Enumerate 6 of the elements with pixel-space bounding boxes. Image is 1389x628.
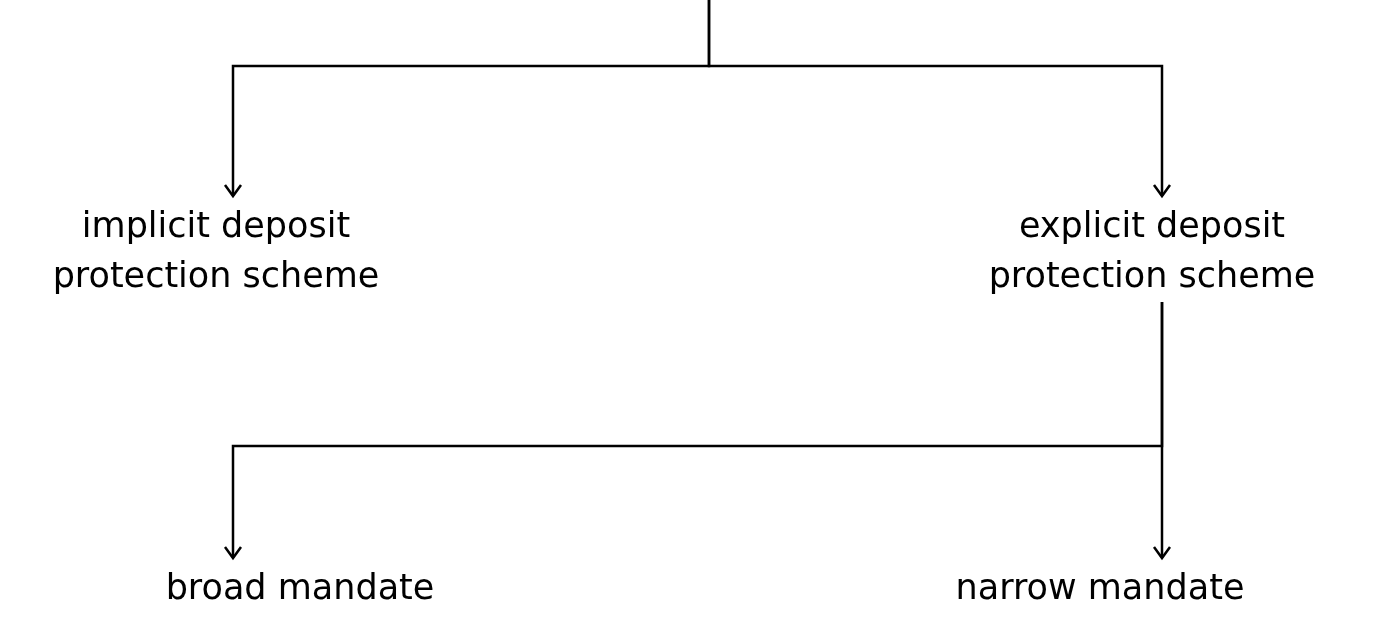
- arrow: [1152, 302, 1172, 560]
- node-label: explicit deposit protection scheme: [932, 200, 1372, 300]
- node-label: implicit deposit protection scheme: [0, 200, 436, 300]
- arrow: [707, 0, 1172, 198]
- node-label: broad mandate: [120, 562, 480, 612]
- node-label: narrow mandate: [845, 562, 1355, 612]
